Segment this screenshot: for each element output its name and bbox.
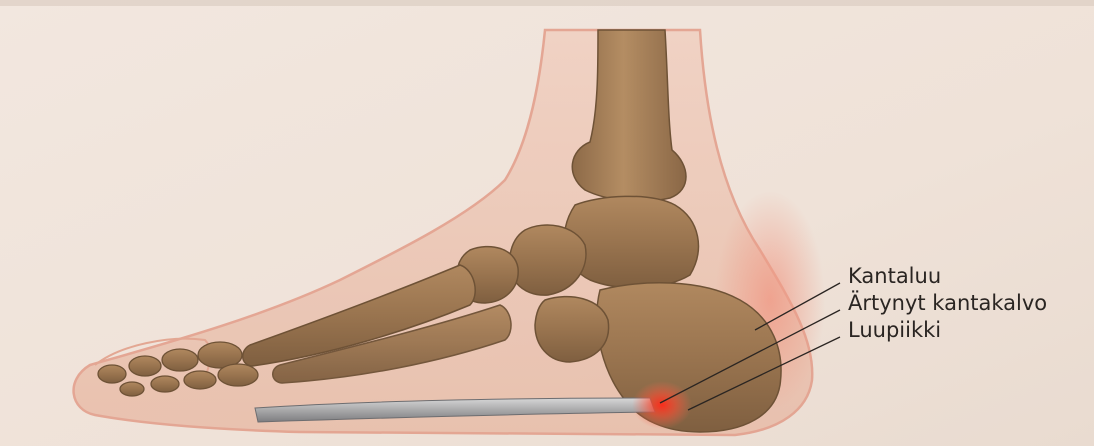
talus-bone [564,196,698,287]
cuboid-bone [535,297,609,362]
inflammation-spot [632,381,692,429]
top-shadow-edge [0,0,1094,6]
label-calcaneus: Kantaluu [848,264,941,288]
label-inflamed-fascia: Ärtynyt kantakalvo [848,290,1047,315]
label-heel-spur: Luupiikki [848,318,941,342]
